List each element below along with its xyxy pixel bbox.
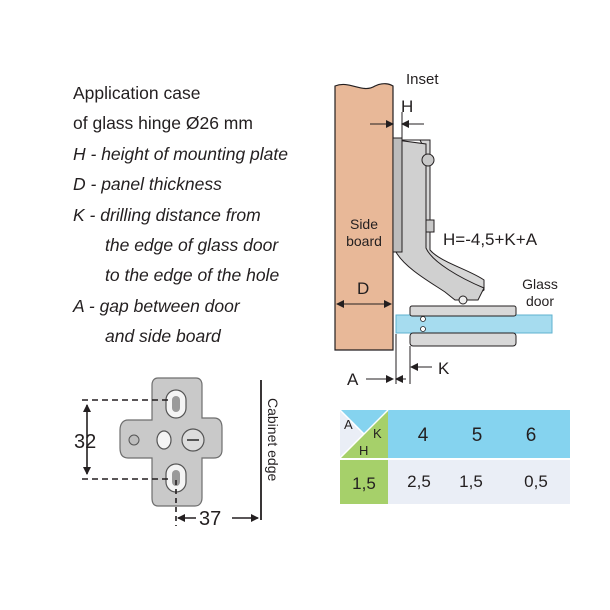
corner-cell-a-area <box>340 410 364 458</box>
glass-door-label-1: Glass <box>522 276 558 292</box>
h-value-1: 2,5 <box>407 472 431 491</box>
plate-slot-bottom-inner <box>172 470 180 486</box>
corner-h-label: H <box>359 443 368 458</box>
legend-line-h: H - height of mounting plate <box>73 143 288 164</box>
hinge-screw <box>421 153 435 167</box>
corner-k-label: K <box>373 426 382 441</box>
cabinet-edge-label: Cabinet edge <box>265 398 281 482</box>
side-board <box>334 83 394 351</box>
dim-32-label: 32 <box>74 431 96 453</box>
legend: Application case of glass hinge Ø26 mm H… <box>73 78 288 352</box>
side-board-label-1: Side <box>350 216 378 232</box>
legend-line-a: A - gap between door <box>73 295 240 316</box>
legend-line-k: K - drilling distance from <box>73 204 261 225</box>
hinge-arm-body <box>395 139 485 301</box>
legend-line-title: Application case <box>73 83 201 103</box>
h-value-2: 1,5 <box>459 472 483 491</box>
legend-line-a-2: and side board <box>105 326 221 347</box>
glass-clamp-top <box>409 305 517 317</box>
h-value-table: A K H 4 5 6 1,5 2,5 1,5 0,5 <box>339 409 570 504</box>
h-dim-label: H <box>401 97 413 116</box>
formula-text: H=-4,5+K+A <box>443 230 538 249</box>
section-view: Side board Inset H H=-4,5+K+A Glass door… <box>334 71 558 389</box>
k-value-3: 6 <box>526 425 537 446</box>
d-dim-label: D <box>357 279 369 298</box>
inset-label: Inset <box>406 71 439 88</box>
plate-hole <box>156 430 172 450</box>
plate-slot-top-inner <box>172 396 180 412</box>
h-value-3: 0,5 <box>524 472 548 491</box>
dim-37-label: 37 <box>199 508 221 530</box>
k-value-2: 5 <box>472 425 483 446</box>
plate-rivet <box>128 434 140 446</box>
k-dim-label: K <box>438 359 450 378</box>
legend-line-k-3: to the edge of the hole <box>105 265 280 286</box>
glass-clamp-bottom <box>409 332 517 347</box>
clamp-screw-2 <box>420 326 426 332</box>
mounting-plate-view: 32 37 Cabinet edge <box>74 377 281 530</box>
hinge-adjuster <box>425 219 435 233</box>
clamp-screw-1 <box>420 316 426 322</box>
a-value: 1,5 <box>352 474 376 493</box>
legend-line-d: D - panel thickness <box>73 174 222 195</box>
a-value-cell <box>340 460 388 504</box>
legend-line-subtitle: of glass hinge Ø26 mm <box>73 113 253 134</box>
side-board-label-2: board <box>346 233 382 249</box>
hinge-pivot <box>458 295 468 305</box>
glass-door-label-2: door <box>526 293 554 309</box>
k-value-1: 4 <box>418 425 429 446</box>
legend-line-k-2: the edge of glass door <box>105 235 279 256</box>
corner-diagonal-2 <box>339 409 365 435</box>
glass-door <box>395 314 553 334</box>
corner-a-label: A <box>344 417 353 432</box>
a-dim-label: A <box>347 370 359 389</box>
mounting-plate <box>392 137 403 253</box>
